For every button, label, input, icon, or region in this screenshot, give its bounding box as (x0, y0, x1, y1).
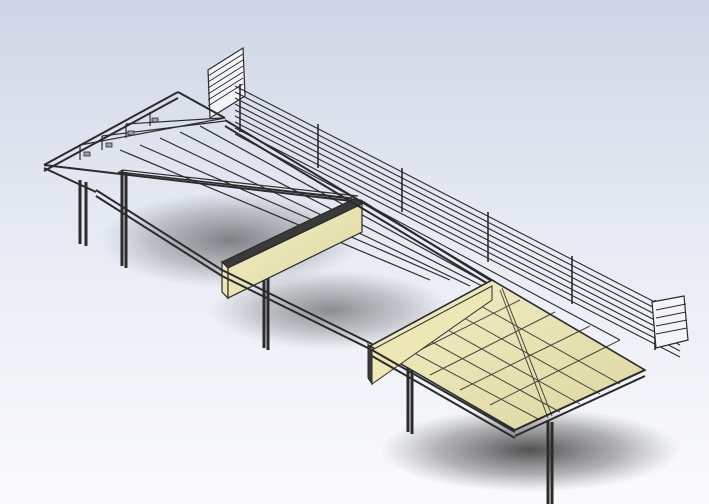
middle-beam-panel (220, 197, 364, 300)
ground-shadow-right (380, 408, 680, 492)
grated-deck (367, 279, 647, 439)
ground-shadow-mid (210, 270, 450, 350)
left-frame-section (43, 91, 554, 504)
back-railing (207, 46, 689, 358)
main-beams (221, 119, 496, 351)
